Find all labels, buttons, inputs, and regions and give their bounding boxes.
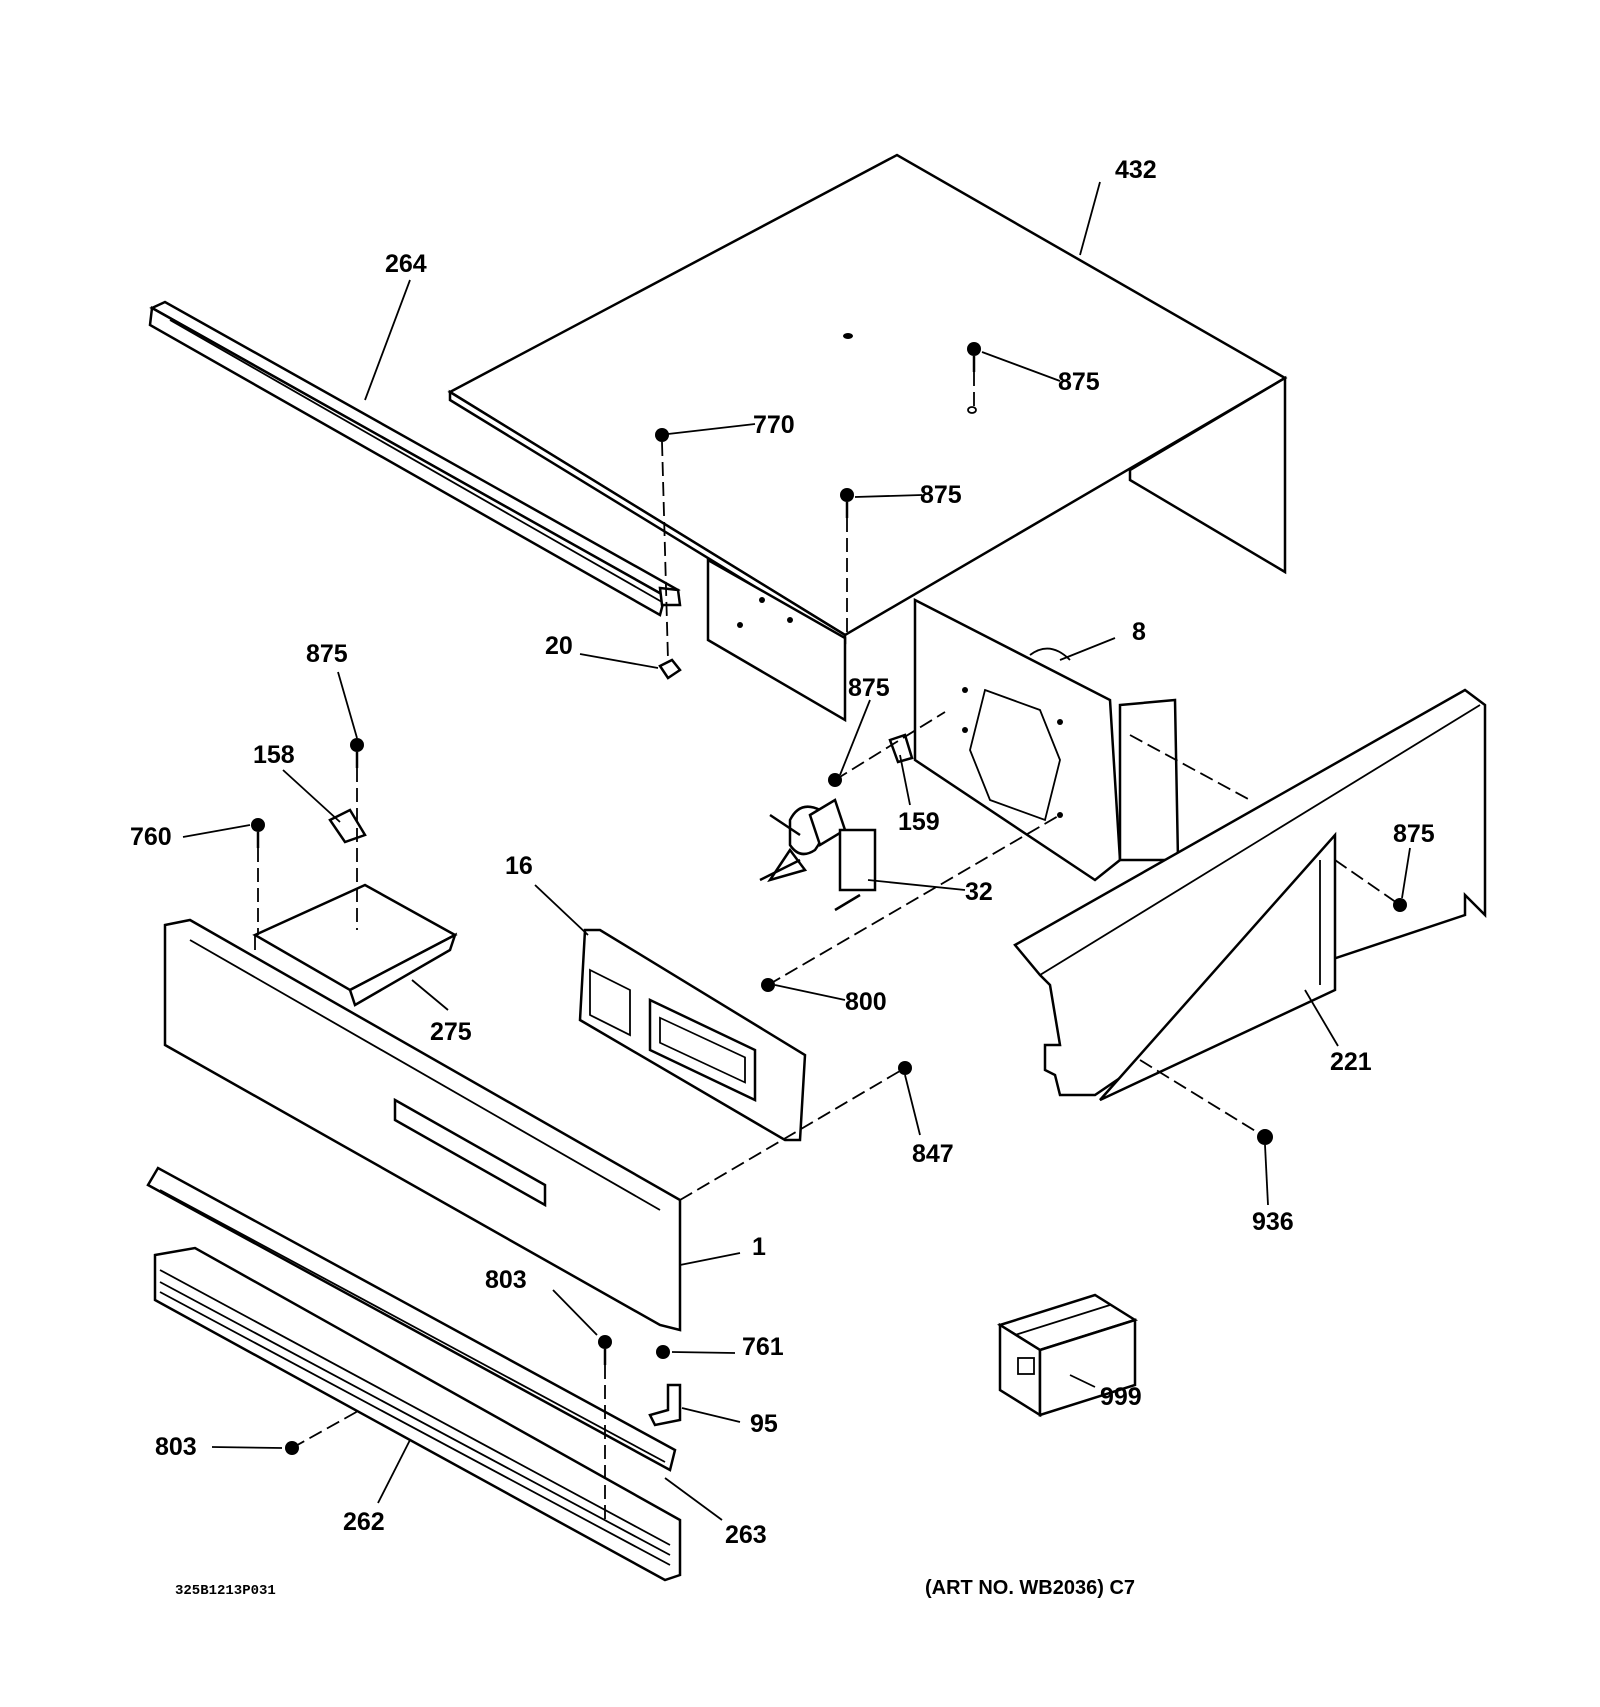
label-936: 936 (1252, 1208, 1294, 1236)
label-263: 263 (725, 1521, 767, 1549)
label-760: 760 (130, 823, 172, 851)
label-875-top-right: 875 (1058, 368, 1100, 396)
bracket-95 (648, 1383, 682, 1427)
label-20: 20 (545, 632, 573, 660)
label-875-top-center: 875 (920, 481, 962, 509)
support-221 (1013, 688, 1487, 1102)
bracket-275 (252, 883, 458, 1007)
label-16: 16 (505, 852, 533, 880)
label-159: 159 (898, 808, 940, 836)
vent-trim-263 (146, 1166, 677, 1472)
top-cover-432 (447, 153, 1288, 645)
fan-motor-32 (759, 798, 877, 912)
label-32: 32 (965, 878, 993, 906)
label-95: 95 (750, 1410, 778, 1438)
label-875-right: 875 (1393, 820, 1435, 848)
label-803-upper: 803 (485, 1266, 527, 1294)
label-432: 432 (1115, 156, 1157, 184)
label-8: 8 (1132, 618, 1146, 646)
label-800: 800 (845, 988, 887, 1016)
fan-shroud-8 (913, 597, 1180, 882)
label-275: 275 (430, 1018, 472, 1046)
label-262: 262 (343, 1508, 385, 1536)
rail-264 (148, 300, 682, 617)
screws (251, 342, 1407, 1455)
label-803-lower: 803 (155, 1433, 197, 1461)
art-number: (ART NO. WB2036) C7 (925, 1577, 1135, 1599)
box-999 (997, 1293, 1138, 1418)
leader-lines (182, 181, 1411, 1521)
label-761: 761 (742, 1333, 784, 1361)
label-264: 264 (385, 250, 427, 278)
label-875-left: 875 (306, 640, 348, 668)
vent-grille-262 (153, 1246, 682, 1582)
control-panel-1 (163, 918, 682, 1332)
label-770: 770 (753, 411, 795, 439)
label-221: 221 (1330, 1048, 1372, 1076)
assembly-lines (257, 372, 1401, 1520)
label-875-middle: 875 (848, 674, 890, 702)
label-158: 158 (253, 741, 295, 769)
label-1: 1 (752, 1233, 766, 1261)
rear-panel (706, 557, 847, 723)
bracket-158 (328, 808, 367, 844)
drawing-number: 325B1213P031 (175, 1583, 276, 1599)
label-999: 999 (1100, 1383, 1142, 1411)
label-847: 847 (912, 1140, 954, 1168)
control-board-16 (578, 928, 807, 1142)
